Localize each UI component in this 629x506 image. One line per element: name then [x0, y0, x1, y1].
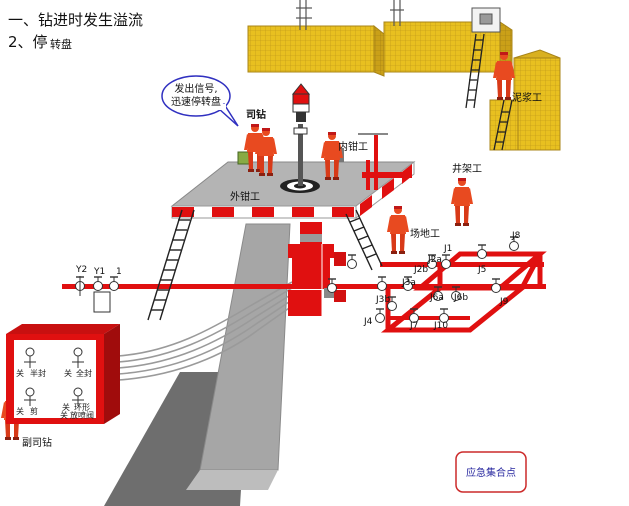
label-mud-man: 泥浆工	[512, 91, 542, 104]
label-J3b: J3b	[375, 295, 390, 305]
floor-ladder-left	[147, 209, 195, 321]
console-label-6: 剪	[30, 406, 38, 416]
control-lines	[117, 281, 293, 381]
console-label-4: 全封	[76, 368, 92, 378]
valve-labels: J1 J2a J2b J3a J3b J4 J5 J6a J6b J7 J8 J…	[75, 231, 521, 331]
label-J8: J8	[511, 231, 521, 241]
label-J5: J5	[477, 265, 486, 275]
console-label-10: 放喷阀	[70, 410, 94, 420]
header: 一、钻进时发生溢流 2、停 转盘	[8, 11, 143, 51]
label-derrickman: 井架工	[452, 162, 482, 175]
label-1: 1	[116, 267, 122, 277]
label-assistant-driller: 副司钻	[22, 436, 52, 449]
tank-agitators	[296, 0, 404, 30]
label-J3a: J3a	[401, 278, 416, 288]
tank-ladder-2	[493, 99, 513, 151]
label-floor-man: 场地工	[410, 227, 440, 240]
assembly-point-label: 应急集合点	[466, 466, 516, 479]
bubble-line-2: 迅速停转盘	[171, 95, 221, 108]
floor-man-figure	[387, 206, 409, 254]
bubble-line-1: 发出信号,	[174, 82, 217, 95]
console-label-7: 关	[62, 402, 70, 412]
warning-beacon	[291, 83, 311, 122]
drill-pipe	[298, 124, 303, 186]
console-label-1: 关	[16, 368, 24, 378]
bop-stack	[288, 222, 346, 316]
label-J6b: J6b	[453, 293, 468, 303]
floor-rail	[358, 133, 412, 190]
label-J2b: J2b	[413, 265, 428, 275]
label-inner-tong: 内钳工	[338, 140, 368, 153]
label-Y2: Y2	[75, 265, 87, 275]
header-step-sub: 转盘	[50, 37, 72, 51]
floor-edge-stripes	[172, 207, 354, 217]
assembly-point: 应急集合点	[455, 451, 527, 493]
label-J1: J1	[443, 244, 452, 254]
tank-ladder-1	[465, 33, 485, 109]
derrickman-figure	[451, 178, 473, 226]
console-label-8: 环形	[74, 403, 90, 412]
console-label-9: 关	[60, 410, 68, 420]
flow-lines	[62, 262, 546, 289]
mud-house	[471, 7, 501, 33]
label-driller: 司钻	[246, 108, 266, 121]
label-Y1: Y1	[93, 267, 105, 277]
label-outer-tong: 外钳工	[230, 190, 260, 203]
bop-control-console: 关 半封 关 全封 关 剪 关 环形 关 放喷阀	[6, 324, 120, 424]
label-J2a: J2a	[427, 255, 442, 265]
walkway	[104, 223, 291, 506]
mud-tank-3	[513, 49, 561, 151]
label-J10: J10	[433, 321, 448, 331]
label-J9: J9	[499, 297, 509, 307]
console-label-3: 关	[64, 368, 72, 378]
console-label-2: 半封	[30, 368, 46, 378]
left-gauges	[79, 276, 111, 313]
rig-floor	[170, 83, 416, 220]
label-J7: J7	[409, 321, 418, 331]
label-J6a: J6a	[429, 293, 444, 303]
label-J4: J4	[363, 317, 373, 327]
console-label-5: 关	[16, 406, 24, 416]
mud-tank-1	[247, 24, 385, 77]
header-title: 一、钻进时发生溢流	[8, 11, 143, 29]
header-step: 2、停	[8, 33, 48, 51]
speech-bubble: 发出信号, 迅速停转盘	[161, 75, 239, 127]
floor-ladder-right	[345, 209, 383, 271]
